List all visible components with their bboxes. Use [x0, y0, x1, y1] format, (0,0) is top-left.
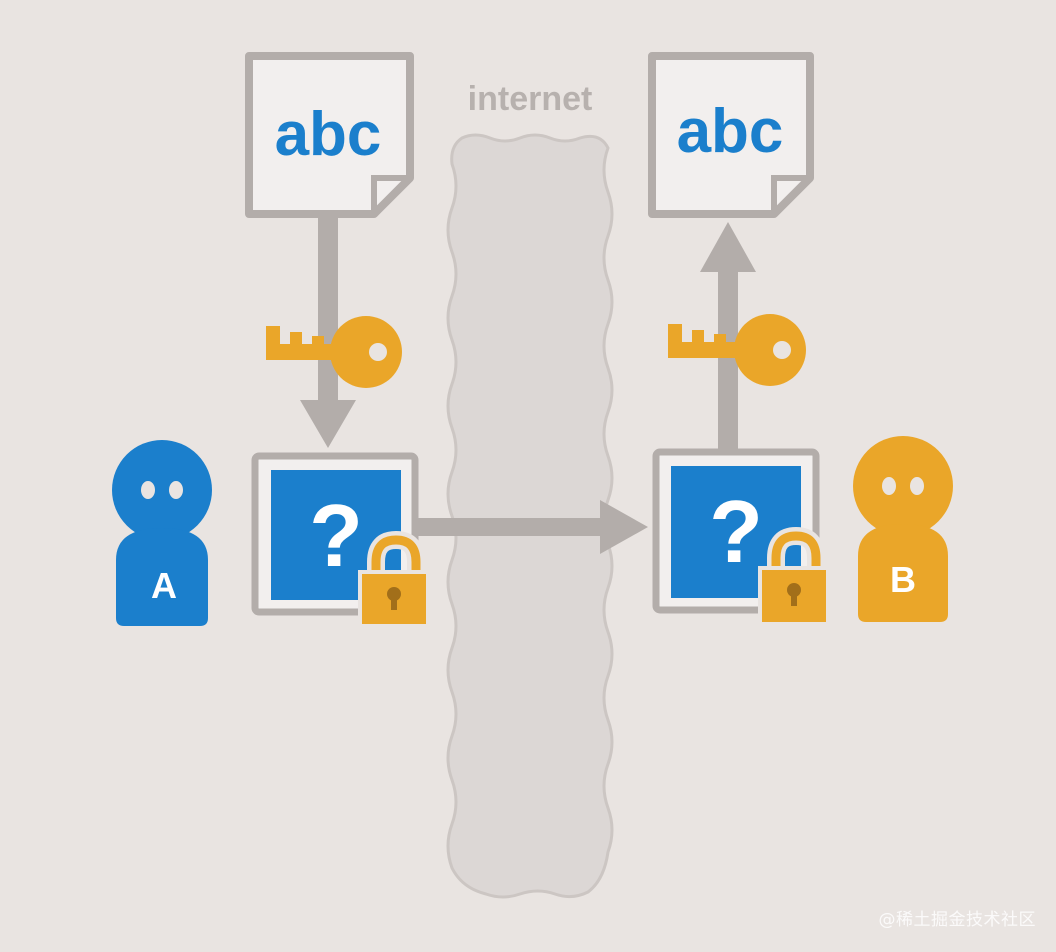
- receiver-encrypted-symbol: ?: [709, 482, 763, 581]
- receiver-document-text: abc: [677, 97, 784, 166]
- receiver-lock-icon: [758, 526, 830, 626]
- person-a-icon: A: [112, 440, 212, 626]
- sender-document: abc: [245, 52, 414, 218]
- decrypt-arrow-up: [700, 222, 756, 454]
- internet-channel: [446, 133, 614, 899]
- sender-key-icon: [266, 316, 402, 388]
- internet-label: internet: [468, 80, 593, 118]
- person-b-icon: B: [853, 436, 953, 622]
- sender-encrypted-symbol: ?: [309, 486, 363, 585]
- person-a-label: A: [151, 565, 177, 606]
- watermark: @稀土掘金技术社区: [878, 910, 1036, 930]
- receiver-key-icon: [668, 314, 806, 386]
- receiver-document: abc: [648, 52, 814, 218]
- person-b-label: B: [890, 559, 916, 600]
- sender-lock-icon: [358, 530, 430, 628]
- sender-document-text: abc: [275, 100, 382, 169]
- transmit-arrow: [415, 500, 648, 554]
- sender-encrypted-box: ?: [251, 452, 419, 616]
